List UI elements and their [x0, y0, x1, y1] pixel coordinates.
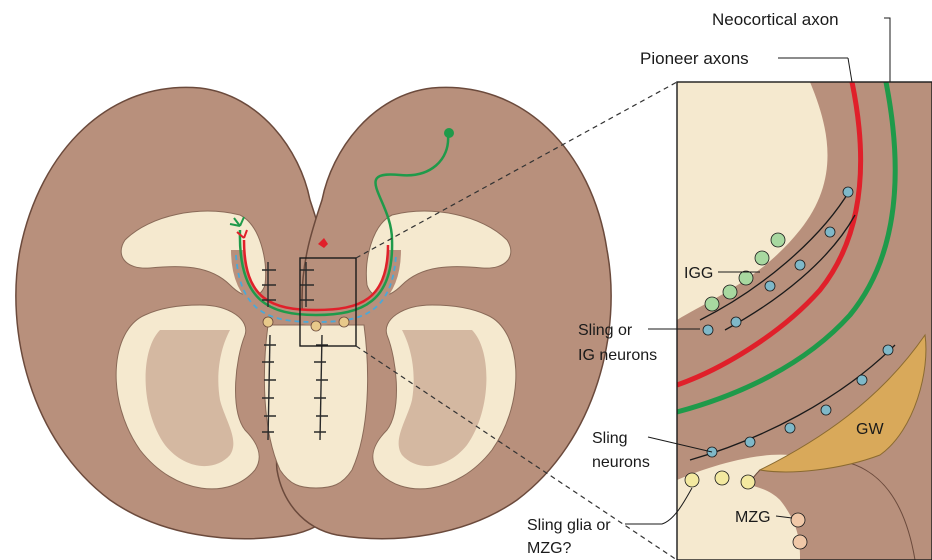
neuron-cell-icon	[821, 405, 831, 415]
brain-section	[16, 87, 611, 538]
leader-pioneer-drop	[848, 58, 852, 82]
neuron-cell-icon	[883, 345, 893, 355]
label-sling: Sling	[592, 430, 628, 447]
glial-cell-icon	[739, 271, 753, 285]
label-sling-neurons: neurons	[592, 454, 650, 471]
label-sling-or: Sling or	[578, 322, 633, 339]
sling-glia-cell-icon	[741, 475, 755, 489]
neuron-cell-icon	[745, 437, 755, 447]
label-gw: GW	[856, 421, 884, 438]
midline-glia-cell-icon	[263, 317, 273, 327]
neuron-cell-icon	[765, 281, 775, 291]
label-mzg: MZG	[735, 509, 771, 526]
midline-glia-cell-icon	[311, 321, 321, 331]
label-neocortical-axon: Neocortical axon	[712, 10, 839, 29]
glial-cell-icon	[723, 285, 737, 299]
mzg-cell-icon	[791, 513, 805, 527]
label-sling-glia: Sling glia or	[527, 517, 611, 534]
neuron-cell-icon	[825, 227, 835, 237]
neuron-cell-icon	[843, 187, 853, 197]
mzg-cell-icon	[793, 535, 807, 549]
neuron-cell-icon	[857, 375, 867, 385]
neuron-cell-icon	[785, 423, 795, 433]
midline-glia-cell-icon	[339, 317, 349, 327]
label-pioneer-axons: Pioneer axons	[640, 49, 749, 68]
glial-cell-icon	[755, 251, 769, 265]
sling-glia-cell-icon	[685, 473, 699, 487]
leader-neocortical	[884, 18, 890, 82]
label-mzg-question: MZG?	[527, 540, 572, 557]
neuron-soma-dot	[444, 128, 454, 138]
neuron-cell-icon	[731, 317, 741, 327]
glial-cell-icon	[705, 297, 719, 311]
sling-glia-cell-icon	[715, 471, 729, 485]
label-igg: IGG	[684, 265, 713, 282]
label-ig-neurons: IG neurons	[578, 347, 657, 364]
magnified-inset	[677, 82, 932, 560]
glial-cell-icon	[771, 233, 785, 247]
neuron-cell-icon	[795, 260, 805, 270]
neuron-cell-icon	[703, 325, 713, 335]
midline-septum	[264, 325, 367, 488]
